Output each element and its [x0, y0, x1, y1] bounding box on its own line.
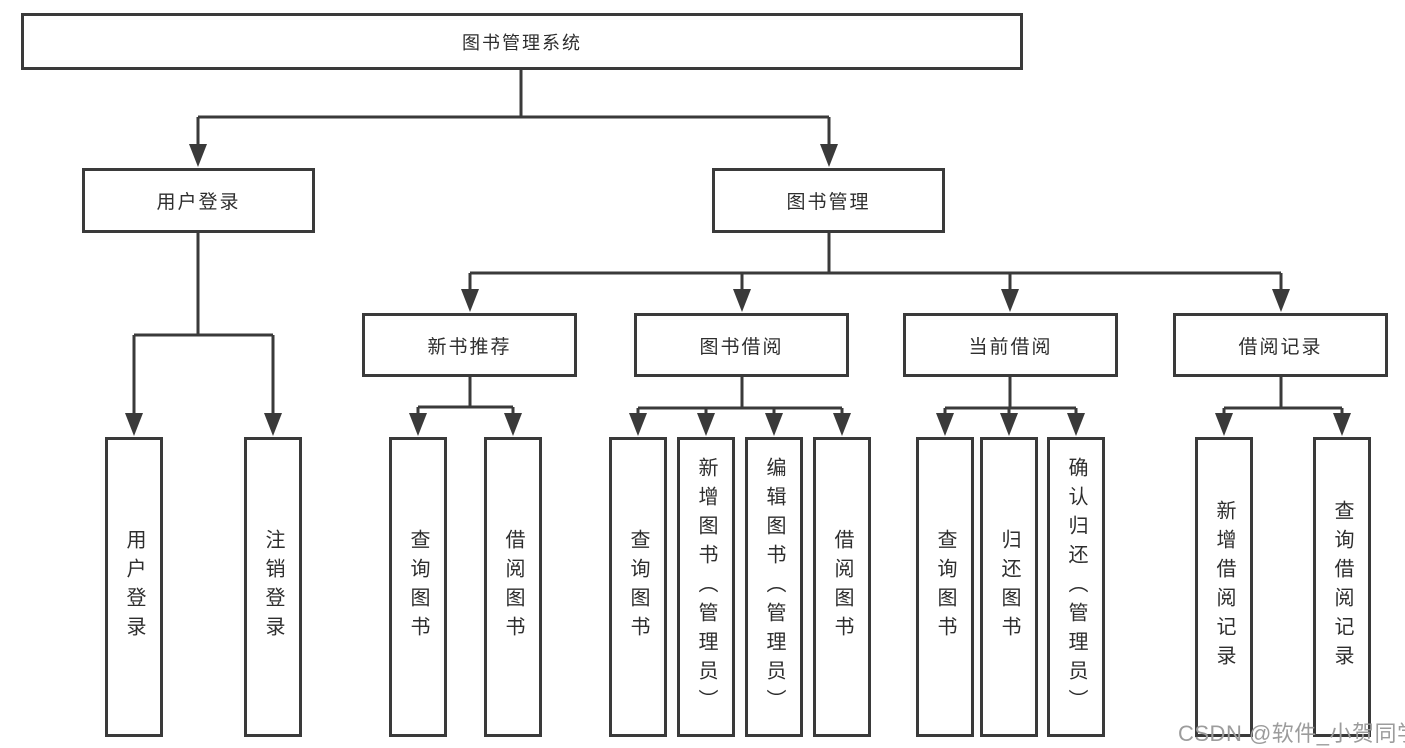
leaf-query-borrow-record: 查询借阅记录	[1313, 437, 1371, 737]
connector-borrow-records-children	[1215, 377, 1351, 436]
leaf-return-book: 归还图书	[980, 437, 1038, 737]
leaf-add-borrow-record: 新增借阅记录	[1195, 437, 1253, 737]
csdn-watermark: CSDN @软件_小贺同学	[1178, 721, 1405, 746]
connector-new-book-recommend-children	[409, 377, 522, 436]
leaf-confirm-return-admin: 确认归还（管理员）	[1047, 437, 1105, 737]
node-book-borrow: 图书借阅	[634, 313, 849, 377]
leaf-borrow-books-recommend: 借阅图书	[484, 437, 542, 737]
connector-book-management-children	[461, 233, 1290, 312]
node-borrow-records: 借阅记录	[1173, 313, 1388, 377]
node-new-book-recommend: 新书推荐	[362, 313, 577, 377]
leaf-edit-book-admin: 编辑图书（管理员）	[745, 437, 803, 737]
leaf-query-books-borrow: 查询图书	[609, 437, 667, 737]
connector-current-borrow-children	[936, 377, 1085, 436]
connector-user-login-children	[125, 233, 282, 436]
leaf-query-books-current: 查询图书	[916, 437, 974, 737]
leaf-query-books-recommend: 查询图书	[389, 437, 447, 737]
node-system-root: 图书管理系统	[21, 13, 1023, 70]
connector-book-borrow-children	[629, 377, 851, 436]
leaf-user-login: 用户登录	[105, 437, 163, 737]
leaf-borrow-books: 借阅图书	[813, 437, 871, 737]
node-current-borrow: 当前借阅	[903, 313, 1118, 377]
leaf-logout: 注销登录	[244, 437, 302, 737]
node-book-management: 图书管理	[712, 168, 945, 233]
leaf-add-book-admin: 新增图书（管理员）	[677, 437, 735, 737]
connector-root-to-level2	[189, 70, 838, 167]
node-user-login: 用户登录	[82, 168, 315, 233]
